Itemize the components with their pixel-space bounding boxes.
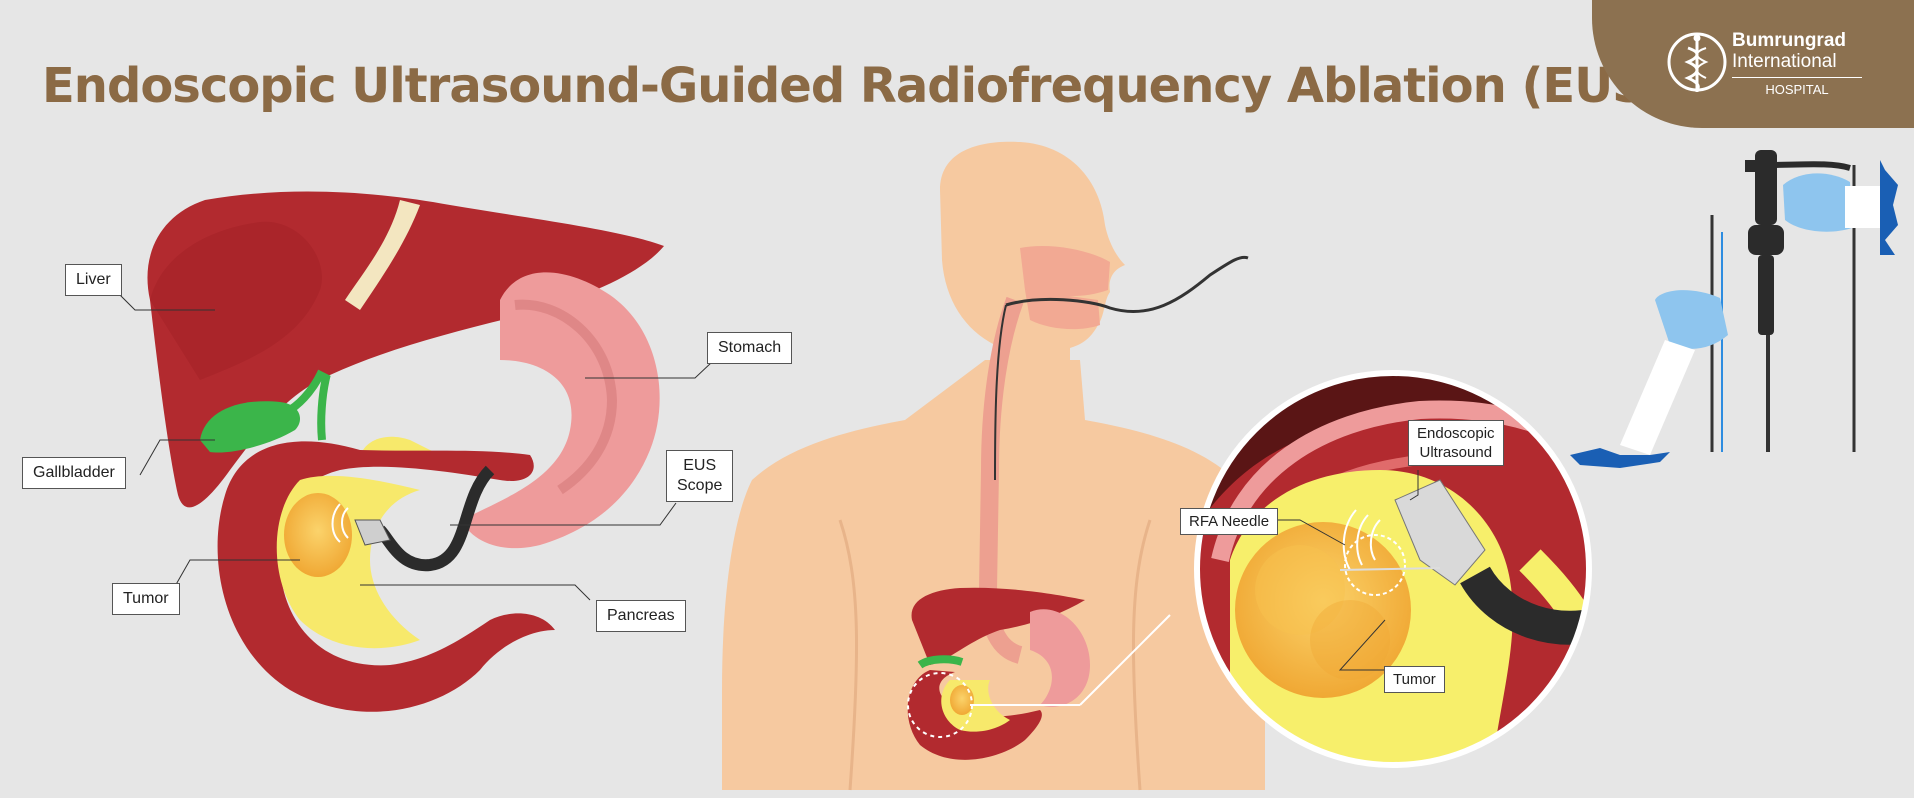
caduceus-icon (1667, 32, 1727, 92)
label-tumor-left: Tumor (112, 583, 180, 615)
label-tumor-left-text: Tumor (123, 590, 169, 607)
liver (147, 191, 665, 508)
label-liver: Liver (65, 264, 122, 296)
label-endoscopic-ultrasound-line2: Ultrasound (1419, 444, 1493, 461)
label-eus-scope-line2: Scope (677, 477, 723, 494)
label-tumor-right-text: Tumor (1393, 671, 1436, 688)
label-stomach: Stomach (707, 332, 793, 364)
label-eus-scope: EUS Scope (666, 450, 734, 502)
eus-scope (375, 465, 495, 572)
tumor-left (284, 493, 352, 577)
magnified-view (1194, 370, 1592, 768)
label-tumor-right: Tumor (1384, 666, 1445, 693)
gallbladder (200, 401, 300, 453)
label-gallbladder-text: Gallbladder (33, 464, 115, 481)
label-liver-text: Liver (76, 271, 111, 288)
label-pancreas-text: Pancreas (607, 607, 675, 624)
label-rfa-needle-text: RFA Needle (1189, 513, 1270, 530)
left-leader-lines (119, 294, 713, 601)
scope-cable (1005, 255, 1249, 314)
duodenum (217, 441, 555, 712)
endoscope-device (1570, 150, 1898, 468)
label-rfa-needle: RFA Needle (1180, 508, 1279, 535)
logo-divider (1732, 77, 1862, 78)
label-eus-scope-line1: EUS (683, 457, 717, 474)
page-title: Endoscopic Ultrasound-Guided Radiofreque… (42, 58, 1785, 114)
label-stomach-text: Stomach (718, 339, 782, 356)
label-endoscopic-ultrasound-line1: Endoscopic (1417, 425, 1495, 442)
top-glove (1783, 173, 1852, 232)
logo-name-line2: International (1732, 51, 1837, 72)
logo-name-line3: HOSPITAL (1765, 82, 1829, 97)
label-endoscopic-ultrasound: Endoscopic Ultrasound (1408, 420, 1504, 466)
esophagus (978, 296, 1024, 664)
label-gallbladder: Gallbladder (22, 457, 126, 489)
logo-name-line1: Bumrungrad (1732, 30, 1846, 51)
label-pancreas: Pancreas (596, 600, 686, 632)
left-organs-diagram (147, 191, 665, 712)
human-body (722, 141, 1265, 791)
stomach (462, 272, 660, 549)
bottom-glove (1655, 290, 1728, 349)
hospital-logo: Bumrungrad International HOSPITAL (1592, 0, 1914, 128)
